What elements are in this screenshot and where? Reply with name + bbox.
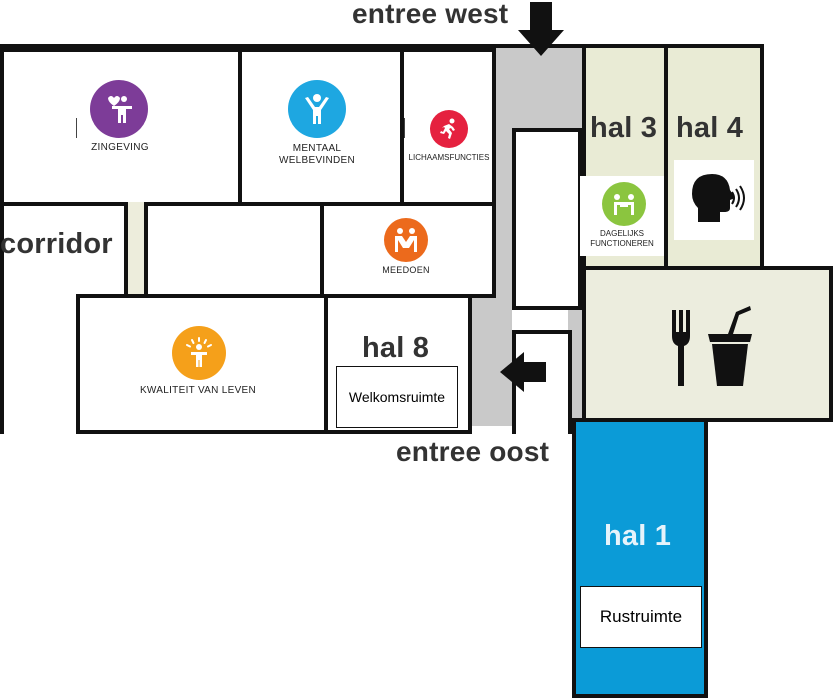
arrow-left-icon [500,352,546,392]
room-hal-1[interactable] [572,418,708,698]
corridor-label: corridor [0,228,113,260]
kwaliteit-label: KWALITEIT VAN LEVEN [139,385,257,396]
meedoen-label: MEEDOEN [382,265,430,275]
person-arms-up-icon [288,80,346,138]
hal-4-label: hal 4 [676,112,744,144]
person-sunburst-icon [172,326,226,380]
walkway-middle [470,296,512,426]
person-at-table-icon [602,182,646,226]
lichaamsfuncties-label: LICHAAMSFUNCTIES [408,153,490,162]
room-food-area[interactable] [582,266,833,422]
arrow-down-icon [518,2,564,56]
hal-3-label: hal 3 [590,112,658,144]
zingeving-label: ZINGEVING [91,142,149,153]
fork-and-cup-icon [672,306,752,386]
hal-8-label: hal 8 [362,332,430,364]
entrance-west-label: entree west [352,0,509,29]
person-heart-icon [90,80,148,138]
dagelijks-label-1: DAGELIJKS [599,229,644,238]
text-cursor-mark [404,118,405,138]
mentaal-label-2: WELBEVINDEN [278,155,356,166]
mentaal-label-1: MENTAAL [292,143,342,154]
welkomsruimte-box[interactable]: Welkomsruimte [336,366,458,428]
rustruimte-box[interactable]: Rustruimte [580,586,702,648]
dagelijks-label-2: FUNCTIONEREN [590,239,654,248]
hal-1-label: hal 1 [604,520,672,552]
people-together-icon [384,218,428,262]
speaking-head-icon [692,174,745,222]
building-outline [0,44,763,434]
text-cursor-mark [76,118,77,138]
inner-wall-block [512,128,582,310]
running-person-icon [430,110,468,148]
entrance-east-label: entree oost [396,436,550,467]
room-empty [144,202,324,298]
